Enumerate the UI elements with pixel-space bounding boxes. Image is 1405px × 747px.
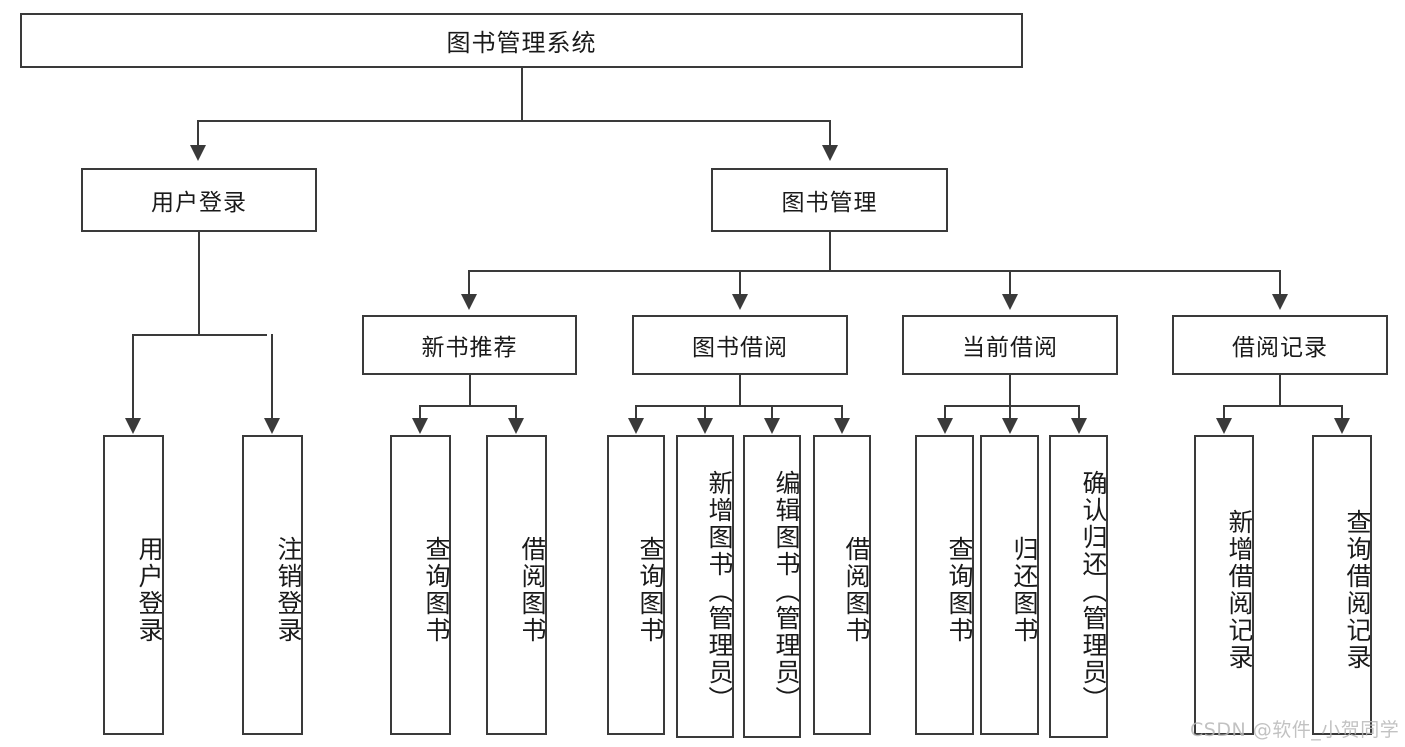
connector-cb-bus <box>944 405 1079 407</box>
arrow-br-leaf-1 <box>1216 418 1232 434</box>
connector-bm-drop-3 <box>1009 270 1011 295</box>
connector-bb-bus <box>635 405 843 407</box>
connector-nbr-drop-2 <box>515 405 517 419</box>
connector-br-stem <box>1279 375 1281 406</box>
connector-user-login-drop-2 <box>271 334 273 419</box>
connector-nbr-drop-1 <box>419 405 421 419</box>
node-new-book-recommend[interactable]: 新书推荐 <box>362 315 577 375</box>
leaf-cb-query-book[interactable]: 查询图书 <box>915 435 974 735</box>
connector-root-bus <box>197 120 829 122</box>
arrow-bb-leaf-4 <box>834 418 850 434</box>
arrow-cb-leaf-3 <box>1071 418 1087 434</box>
leaf-bb-borrow-book[interactable]: 借阅图书 <box>813 435 871 735</box>
connector-br-drop-2 <box>1341 405 1343 419</box>
node-user-login[interactable]: 用户登录 <box>81 168 317 232</box>
connector-bb-drop-3 <box>771 405 773 419</box>
connector-cb-drop-3 <box>1078 405 1080 419</box>
csdn-watermark: CSDN @软件_小贺同学 <box>1190 719 1400 741</box>
arrow-nbr-leaf-2 <box>508 418 524 434</box>
connector-root-drop-2 <box>829 120 831 145</box>
arrow-to-book-borrow <box>732 294 748 310</box>
arrow-to-new-book-recommend <box>461 294 477 310</box>
leaf-logout[interactable]: 注销登录 <box>242 435 303 735</box>
leaf-bb-add-book-admin[interactable]: 新增图书（管理员） <box>676 435 734 738</box>
arrow-to-leaf-user-login <box>125 418 141 434</box>
node-borrow-record[interactable]: 借阅记录 <box>1172 315 1388 375</box>
connector-bb-drop-1 <box>635 405 637 419</box>
connector-cb-stem <box>1009 375 1011 406</box>
arrow-bb-leaf-1 <box>628 418 644 434</box>
connector-bb-drop-4 <box>841 405 843 419</box>
connector-user-login-stem <box>198 232 200 335</box>
arrow-cb-leaf-1 <box>937 418 953 434</box>
node-root-system[interactable]: 图书管理系统 <box>20 13 1023 68</box>
connector-bb-drop-2 <box>704 405 706 419</box>
arrow-bb-leaf-3 <box>764 418 780 434</box>
arrow-to-borrow-record <box>1272 294 1288 310</box>
node-book-borrow[interactable]: 图书借阅 <box>632 315 848 375</box>
leaf-nbr-query-book[interactable]: 查询图书 <box>390 435 451 735</box>
connector-user-login-bus <box>132 334 267 336</box>
node-book-management[interactable]: 图书管理 <box>711 168 948 232</box>
connector-bb-stem <box>739 375 741 406</box>
connector-root-stem <box>521 68 523 121</box>
connector-cb-drop-1 <box>944 405 946 419</box>
connector-nbr-stem <box>469 375 471 406</box>
connector-bm-drop-1 <box>468 270 470 295</box>
arrow-cb-leaf-2 <box>1002 418 1018 434</box>
connector-bm-drop-4 <box>1279 270 1281 295</box>
connector-root-drop-1 <box>197 120 199 145</box>
connector-nbr-bus <box>419 405 517 407</box>
leaf-br-query-record[interactable]: 查询借阅记录 <box>1312 435 1372 735</box>
leaf-user-login[interactable]: 用户登录 <box>103 435 164 735</box>
connector-user-login-drop-1 <box>132 334 134 419</box>
arrow-to-book-manage <box>822 145 838 161</box>
leaf-cb-return-book[interactable]: 归还图书 <box>980 435 1039 735</box>
arrow-br-leaf-2 <box>1334 418 1350 434</box>
arrow-to-current-borrow <box>1002 294 1018 310</box>
leaf-bb-edit-book-admin[interactable]: 编辑图书（管理员） <box>743 435 801 738</box>
connector-bm-drop-2 <box>739 270 741 295</box>
leaf-bb-query-book[interactable]: 查询图书 <box>607 435 665 735</box>
connector-cb-drop-2 <box>1009 405 1011 419</box>
arrow-bb-leaf-2 <box>697 418 713 434</box>
arrow-to-user-login <box>190 145 206 161</box>
connector-book-manage-stem <box>829 232 831 271</box>
arrow-to-leaf-logout <box>264 418 280 434</box>
connector-br-bus <box>1223 405 1342 407</box>
leaf-cb-confirm-return-admin[interactable]: 确认归还（管理员） <box>1049 435 1108 738</box>
leaf-br-add-record[interactable]: 新增借阅记录 <box>1194 435 1254 735</box>
arrow-nbr-leaf-1 <box>412 418 428 434</box>
connector-br-drop-1 <box>1223 405 1225 419</box>
node-current-borrow[interactable]: 当前借阅 <box>902 315 1118 375</box>
connector-book-manage-bus <box>468 270 1280 272</box>
leaf-nbr-borrow-book[interactable]: 借阅图书 <box>486 435 547 735</box>
